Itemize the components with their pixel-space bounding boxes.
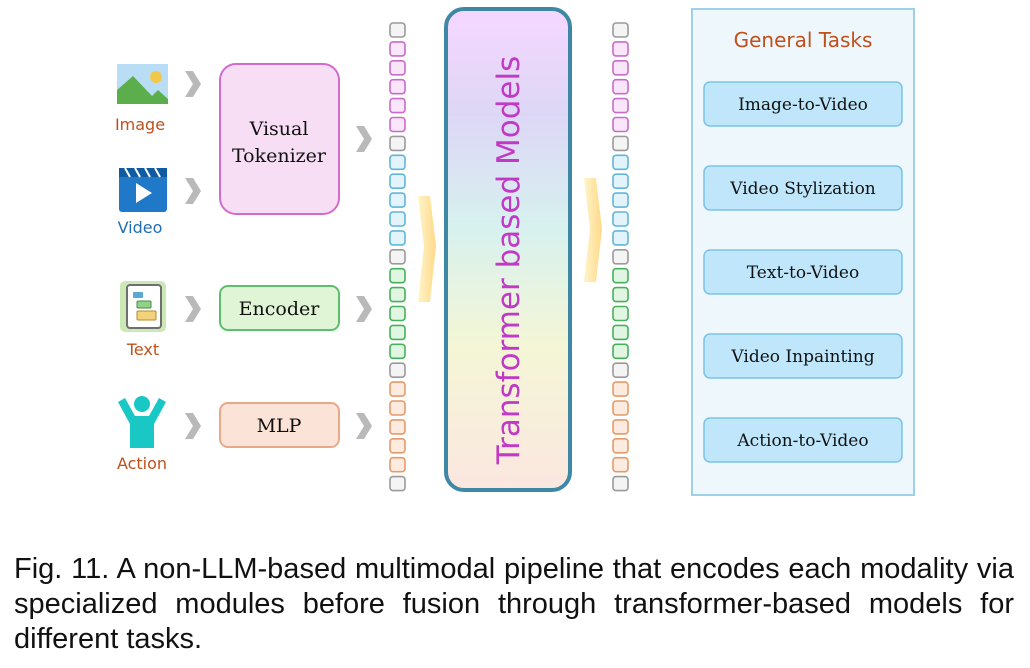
arrow-right-icon (356, 413, 372, 439)
token-neutral (612, 249, 629, 265)
input-arrows (185, 71, 201, 439)
token-text (612, 305, 629, 322)
token-video (389, 230, 406, 246)
token-visual (612, 97, 629, 114)
mlp-module (219, 402, 340, 448)
token-text (389, 305, 406, 322)
arrow-right-icon (185, 71, 201, 97)
person-action-icon (118, 396, 166, 448)
token-neutral (389, 22, 406, 38)
visual-tokenizer-label-line1: Visual (249, 118, 309, 140)
token-action (389, 381, 406, 397)
visual-tokenizer-module (219, 63, 340, 215)
encoder-label: Encoder (239, 298, 321, 320)
token-action (389, 456, 406, 473)
task-label: Video Stylization (729, 179, 876, 199)
token-action (389, 437, 406, 454)
token-visual (389, 97, 406, 114)
token-neutral (389, 475, 406, 492)
text-label: Text (126, 340, 159, 359)
token-action (612, 419, 629, 435)
pipeline-diagram: Image Video Text Action Visual Tokenizer… (115, 7, 915, 496)
action-label: Action (117, 454, 167, 473)
token-text (612, 267, 629, 284)
output-arrow-icon (584, 178, 602, 282)
task-box (703, 249, 903, 295)
encoder-module (219, 285, 340, 331)
general-tasks-title: General Tasks (734, 28, 873, 52)
token-text (612, 324, 629, 341)
task-label: Text-to-Video (747, 263, 859, 283)
token-text (389, 286, 406, 303)
token-neutral (389, 362, 406, 379)
token-neutral (612, 22, 629, 38)
token-neutral (612, 135, 629, 152)
token-visual (389, 59, 406, 76)
token-neutral (612, 362, 629, 379)
token-visual (389, 116, 406, 133)
token-video (612, 230, 629, 246)
task-box (703, 81, 903, 127)
token-text (612, 286, 629, 303)
transformer-block (444, 7, 572, 492)
output-token-column (612, 22, 629, 492)
video-label: Video (118, 218, 163, 237)
token-text (389, 324, 406, 341)
transformer-label: Transformer based Models (491, 56, 527, 466)
arrow-right-icon (185, 178, 201, 204)
token-video (612, 154, 629, 171)
figure-caption: Fig. 11. A non-LLM-based multimodal pipe… (14, 553, 1014, 655)
arrow-right-icon (185, 413, 201, 439)
token-video (389, 154, 406, 171)
token-visual (612, 59, 629, 76)
token-visual (389, 41, 406, 57)
token-action (612, 400, 629, 416)
token-neutral (389, 249, 406, 265)
task-box (703, 165, 903, 211)
token-action (612, 437, 629, 454)
token-action (389, 419, 406, 435)
task-box (703, 333, 903, 379)
module-arrows (356, 126, 372, 439)
task-label: Image-to-Video (738, 95, 868, 115)
arrow-right-icon (356, 296, 372, 322)
task-label: Action-to-Video (736, 431, 868, 451)
task-box (703, 417, 903, 463)
token-visual (612, 78, 629, 95)
token-video (389, 192, 406, 208)
token-visual (612, 116, 629, 133)
token-action (389, 400, 406, 416)
token-text (389, 267, 406, 284)
video-icon (119, 167, 167, 212)
text-document-icon (120, 281, 166, 332)
image-icon (117, 64, 168, 104)
token-action (612, 456, 629, 473)
token-video (612, 192, 629, 208)
arrow-right-icon (185, 296, 201, 322)
image-label: Image (115, 115, 165, 134)
token-video (389, 211, 406, 227)
token-video (612, 173, 629, 189)
token-action (612, 381, 629, 397)
token-visual (389, 78, 406, 95)
visual-tokenizer-label-line2: Tokenizer (232, 145, 327, 167)
arrow-right-icon (356, 126, 372, 152)
mlp-label: MLP (257, 415, 302, 437)
token-video (612, 211, 629, 227)
token-neutral (389, 135, 406, 152)
fusion-arrow-icon (418, 196, 436, 302)
token-visual (612, 41, 629, 57)
token-neutral (612, 475, 629, 492)
token-text (612, 343, 629, 360)
input-token-column (389, 22, 406, 492)
task-label: Video Inpainting (730, 347, 874, 367)
token-video (389, 173, 406, 189)
token-text (389, 343, 406, 360)
